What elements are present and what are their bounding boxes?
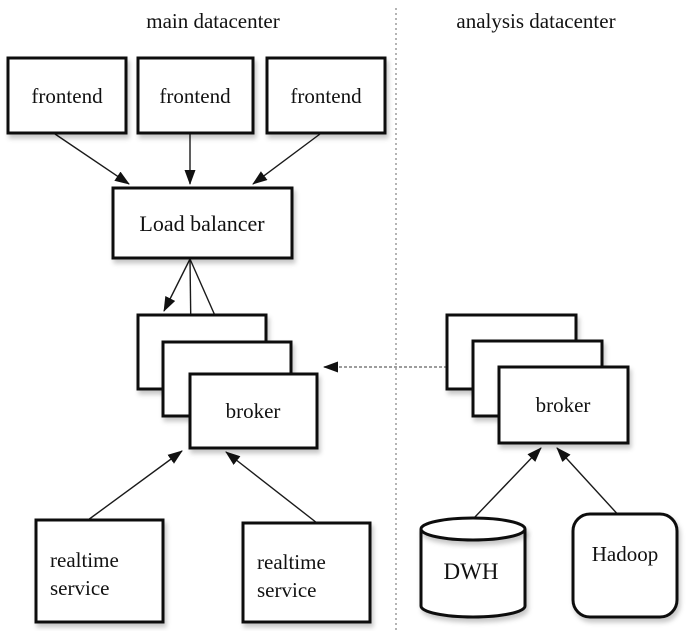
frontend-node-3: frontend [265, 56, 387, 135]
frontend-box-3 [265, 56, 387, 135]
arrow-dwh-to-broker [473, 447, 542, 519]
arrow-realtime2-to-broker [225, 451, 318, 524]
arrow-hadoop-to-broker [556, 447, 623, 520]
hadoop-label: Hadoop [592, 542, 659, 566]
arrow-frontend1-to-loadbalancer [54, 133, 130, 185]
frontend-label-2: frontend [159, 84, 231, 108]
arrow-loadbalancer-to-broker-back [163, 258, 191, 312]
analysis-broker-stack: broker [445, 313, 630, 445]
main-broker-label: broker [226, 399, 281, 423]
dwh-node: DWH [419, 516, 527, 619]
frontend-node-1: frontend [6, 56, 128, 135]
frontend-label-3: frontend [290, 84, 362, 108]
frontend-label-1: frontend [31, 84, 103, 108]
analysis-broker-box-front [497, 365, 630, 445]
dwh-label: DWH [444, 559, 499, 584]
frontend-box-2 [136, 56, 255, 135]
realtime-service-box-1 [34, 518, 165, 624]
arrow-realtime1-to-broker [87, 450, 183, 521]
load-balancer-box [111, 186, 294, 260]
load-balancer-node: Load balancer [111, 186, 294, 260]
realtime-service-2-line-1: realtime [257, 550, 326, 574]
load-balancer-label: Load balancer [139, 211, 265, 236]
main-broker-stack: broker [136, 313, 319, 450]
hadoop-node: Hadoop [571, 512, 679, 619]
realtime-service-1-line-2: service [50, 576, 109, 600]
realtime-service-1-line-1: realtime [50, 548, 119, 572]
arrow-frontend3-to-loadbalancer [252, 133, 321, 185]
main-broker-box-front [188, 372, 319, 450]
analysis-broker-label: broker [536, 393, 591, 417]
dwh-cylinder-top [419, 516, 527, 542]
realtime-service-2-line-2: service [257, 578, 316, 602]
hadoop-box [571, 512, 679, 619]
zone-label-analysis: analysis datacenter [456, 9, 615, 33]
zone-label-main: main datacenter [146, 9, 280, 33]
realtime-service-box-2 [241, 521, 372, 624]
realtime-service-node-1: realtime service [34, 518, 165, 624]
realtime-service-node-2: realtime service [241, 521, 372, 624]
dwh-cylinder-body [419, 529, 527, 619]
frontend-node-2: frontend [136, 56, 255, 135]
frontend-box-1 [6, 56, 128, 135]
